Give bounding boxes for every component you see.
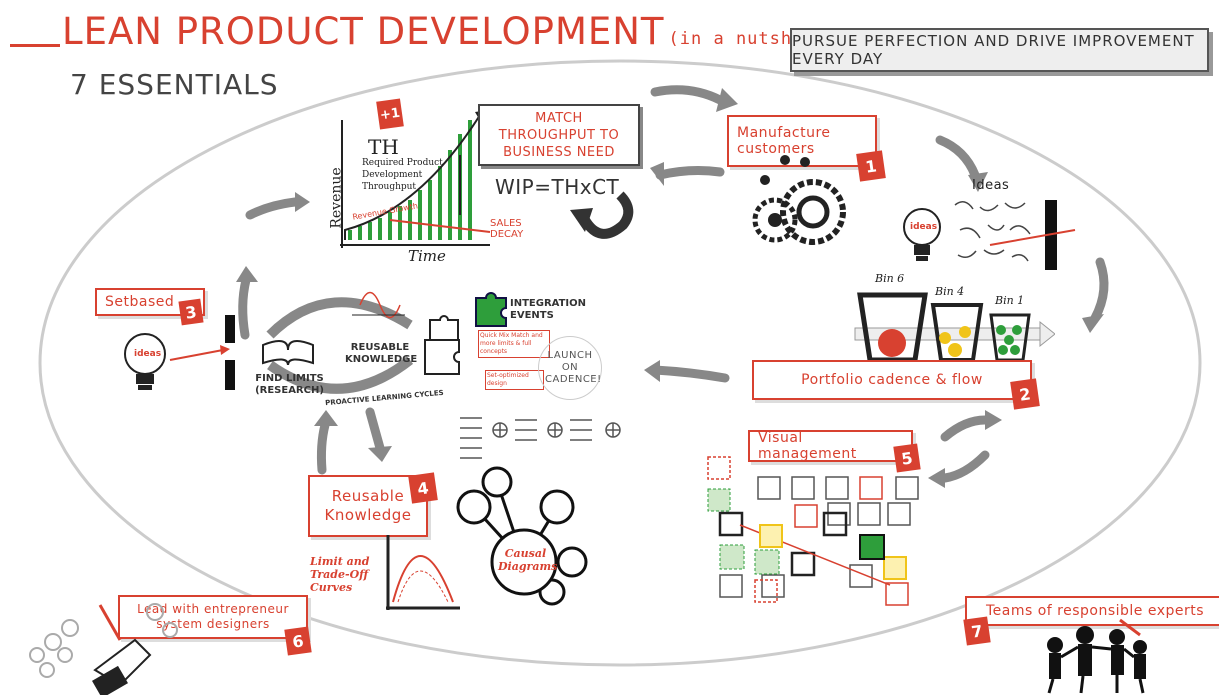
bin-6-label: Bin 6	[875, 272, 905, 285]
essential-4-tag: Reusable Knowledge	[308, 475, 428, 537]
tradeoff-curves-label: Limit and Trade-Off Curves	[310, 555, 370, 594]
graph-revenue-axis: Revenue	[328, 167, 345, 229]
essential-3-label: Setbased	[105, 294, 175, 310]
essential-5-tag: Visual management	[748, 430, 913, 462]
puzzle-icon	[424, 315, 460, 375]
setbased-bulb-icon	[124, 333, 166, 390]
customer-gears-icon	[752, 155, 846, 245]
essential-1-number: 1	[856, 150, 886, 182]
tradeoff-curve-chart	[386, 535, 460, 610]
integration-sub-label: Quick Mix Match and more limits & full c…	[478, 330, 550, 358]
ideas-label: Ideas	[972, 178, 1010, 193]
perfection-banner: PURSUE PERFECTION AND DRIVE IMPROVEMENT …	[790, 28, 1209, 72]
graph-time-axis: Time	[408, 247, 446, 265]
essential-4-number: 4	[408, 472, 438, 504]
essential-7-label: Teams of responsible experts	[985, 603, 1205, 619]
idea-scribbles	[954, 200, 1076, 270]
setbased-filter	[169, 315, 235, 390]
system-designer-hand-icon	[29, 603, 178, 695]
subtitle: 7 ESSENTIALS	[70, 68, 279, 101]
essential-7-tag: Teams of responsible experts	[965, 596, 1219, 626]
bin-1-label: Bin 1	[995, 294, 1025, 307]
essential-1-label: Manufacture customers	[737, 125, 831, 157]
essential-2-number: 2	[1010, 378, 1040, 410]
essential-1-tag: Manufacture customers	[727, 115, 877, 167]
launch-cadence-label: LAUNCH ON CADENCE!	[545, 350, 602, 385]
setbased-bulb-text: ideas	[134, 349, 162, 359]
match-throughput-label: MATCH THROUGHPUT TO BUSINESS NEED	[498, 110, 620, 160]
visual-board	[707, 456, 919, 606]
ideas-bulb-icon	[903, 208, 941, 261]
essential-2-label: Portfolio cadence & flow	[801, 372, 983, 388]
wip-formula: WIP=THxCT	[495, 175, 620, 199]
flow-arrows	[460, 417, 621, 459]
essential-6-label: Lead with entrepreneur system designers	[137, 602, 289, 631]
set-optimized-label: Set-optimized design	[485, 370, 544, 390]
causal-diagram	[456, 466, 588, 606]
essential-4-label: Reusable Knowledge	[324, 487, 412, 524]
essential-2-tag: Portfolio cadence & flow	[752, 360, 1032, 400]
integration-puzzle-icon	[475, 292, 507, 327]
graph-th: TH	[368, 135, 399, 159]
launch-cadence-circle: LAUNCH ON CADENCE!	[538, 336, 602, 400]
causal-diagrams-label: Causal Diagrams	[498, 547, 558, 573]
recycle-arrow-icon	[570, 191, 634, 239]
research-book-icon	[262, 340, 314, 365]
learning-cycle-diagram	[266, 291, 414, 394]
essential-6-number: 6	[284, 626, 312, 656]
expert-team-icon	[1047, 618, 1147, 694]
page-title: LEAN PRODUCT DEVELOPMENT(in a nutshell)	[62, 10, 837, 53]
bin-4-label: Bin 4	[935, 285, 965, 298]
essential-badge-plus-one: +1	[376, 98, 404, 130]
title-underline	[10, 44, 60, 47]
match-throughput-box: MATCH THROUGHPUT TO BUSINESS NEED	[478, 104, 640, 166]
title-text: LEAN PRODUCT DEVELOPMENT	[62, 10, 665, 53]
reusable-center-label: REUSABLE KNOWLEDGE	[345, 342, 418, 365]
essential-5-label: Visual management	[758, 430, 857, 462]
integration-events-label: INTEGRATION EVENTS	[510, 298, 587, 321]
graph-required-label: Required Product Development Throughput	[362, 158, 443, 192]
ideas-bulb-text: ideas	[910, 222, 938, 232]
essential-7-number: 7	[963, 616, 991, 646]
graph-sales-decay: SALES DECAY	[490, 218, 524, 240]
find-limits-label: FIND LIMITS (RESEARCH)	[255, 373, 324, 396]
